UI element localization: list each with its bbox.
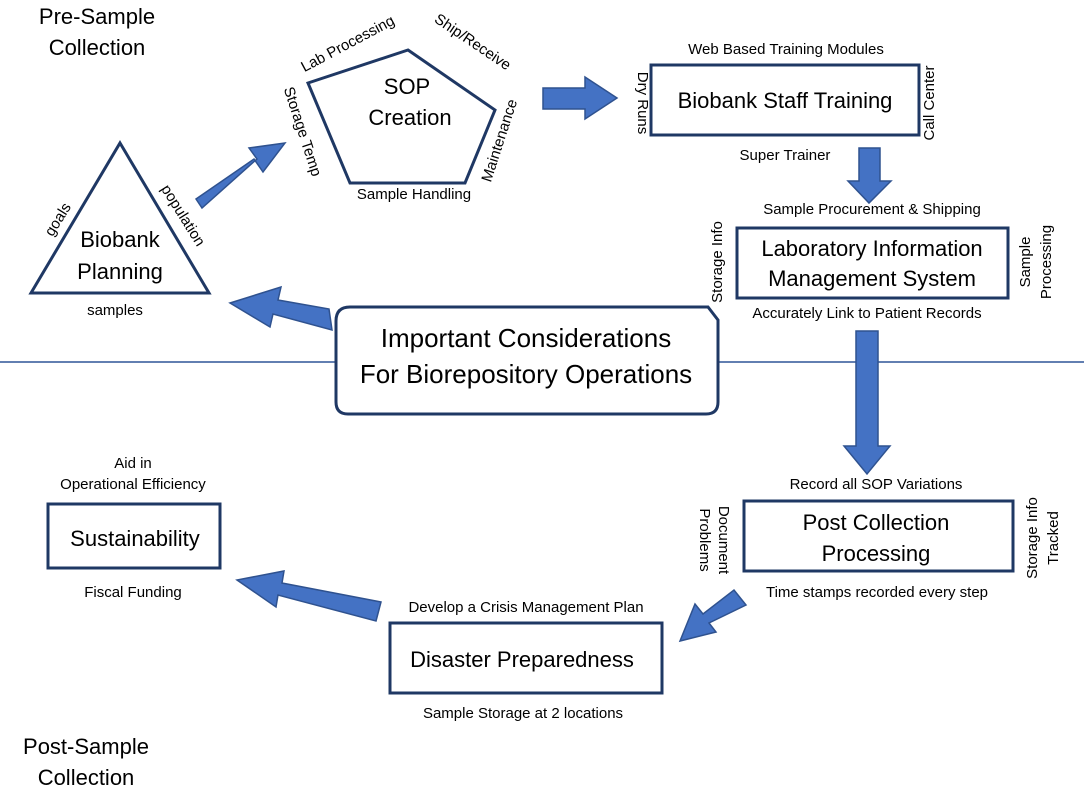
arrow-sop-to-training	[542, 75, 619, 121]
arrow-lims-to-post-collection	[842, 330, 892, 476]
center-callout-shape	[334, 305, 720, 416]
sop-sample-handling-label: Sample Handling	[357, 186, 471, 203]
center-title-line1: Important Considerations	[381, 323, 671, 353]
post-collection-sop-variations-label: Record all SOP Variations	[790, 476, 963, 493]
staff-training-title: Biobank Staff Training	[678, 88, 893, 113]
post-collection-document-label: Document	[715, 506, 732, 575]
sop-creation-node: SOP Creation Lab Processing Ship/Receive…	[280, 11, 521, 203]
lims-procurement-label: Sample Procurement & Shipping	[763, 201, 981, 218]
post-collection-storage-info-label: Storage Info	[1024, 497, 1041, 579]
staff-training-box	[649, 63, 921, 137]
training-web-modules-label: Web Based Training Modules	[688, 41, 884, 58]
training-call-center-label: Call Center	[921, 65, 938, 140]
lims-box	[735, 226, 1010, 300]
pre-sample-label-line1: Pre-Sample	[39, 4, 155, 29]
post-sample-label-line2: Collection	[38, 765, 135, 790]
lims-patient-records-label: Accurately Link to Patient Records	[752, 305, 981, 322]
disaster-crisis-plan-label: Develop a Crisis Management Plan	[408, 599, 643, 616]
lims-sample-label: Sample	[1017, 237, 1034, 288]
lims-node: Laboratory Information Management System…	[709, 201, 1055, 322]
planning-samples-label: samples	[87, 302, 143, 319]
center-callout: Important Considerations For Bioreposito…	[334, 305, 720, 416]
sustainability-box	[46, 502, 222, 570]
arrow-training-to-lims	[846, 147, 893, 205]
arrow-planning-to-sop	[194, 142, 287, 210]
sustainability-title: Sustainability	[70, 526, 200, 551]
lims-title-line2: Management System	[768, 266, 976, 291]
center-title-line2: For Biorepository Operations	[360, 359, 692, 389]
biobank-planning-node: Biobank Planning goals population sample…	[28, 140, 212, 319]
sop-pentagon	[305, 48, 497, 185]
sop-ship-receive-label: Ship/Receive	[431, 11, 514, 75]
sop-title-line2: Creation	[368, 105, 451, 130]
sustainability-funding-label: Fiscal Funding	[84, 584, 182, 601]
planning-title-line2: Planning	[77, 259, 163, 284]
post-collection-problems-label: Problems	[696, 508, 713, 571]
post-collection-node: Post Collection Processing Record all SO…	[696, 476, 1062, 601]
disaster-storage-label: Sample Storage at 2 locations	[423, 705, 623, 722]
sustainability-efficiency-label: Operational Efficiency	[60, 476, 206, 493]
disaster-box	[388, 621, 664, 695]
arrow-callout-to-planning	[228, 285, 333, 332]
post-collection-box	[742, 499, 1015, 573]
training-super-trainer-label: Super Trainer	[740, 147, 831, 164]
training-dry-runs-label: Dry Runs	[634, 72, 651, 135]
post-collection-title-line1: Post Collection	[803, 510, 950, 535]
post-sample-label-line1: Post-Sample	[23, 734, 149, 759]
post-collection-timestamps-label: Time stamps recorded every step	[766, 584, 988, 601]
post-collection-title-line2: Processing	[822, 541, 931, 566]
planning-triangle	[28, 140, 212, 295]
disaster-node: Disaster Preparedness Develop a Crisis M…	[388, 599, 664, 722]
disaster-title: Disaster Preparedness	[410, 647, 634, 672]
post-collection-tracked-label: Tracked	[1045, 511, 1062, 565]
staff-training-node: Biobank Staff Training Web Based Trainin…	[634, 41, 938, 164]
arrow-disaster-to-sustainability	[235, 570, 382, 622]
sop-title-line1: SOP	[384, 74, 430, 99]
arrow-post-collection-to-disaster	[678, 588, 748, 643]
lims-processing-label: Processing	[1038, 225, 1055, 299]
pre-sample-label-line2: Collection	[49, 35, 146, 60]
lims-storage-info-label: Storage Info	[709, 221, 726, 303]
sustainability-aid-label: Aid in	[114, 455, 152, 472]
planning-title-line1: Biobank	[80, 227, 161, 252]
lims-title-line1: Laboratory Information	[761, 236, 982, 261]
sustainability-node: Sustainability Aid in Operational Effici…	[46, 455, 222, 601]
